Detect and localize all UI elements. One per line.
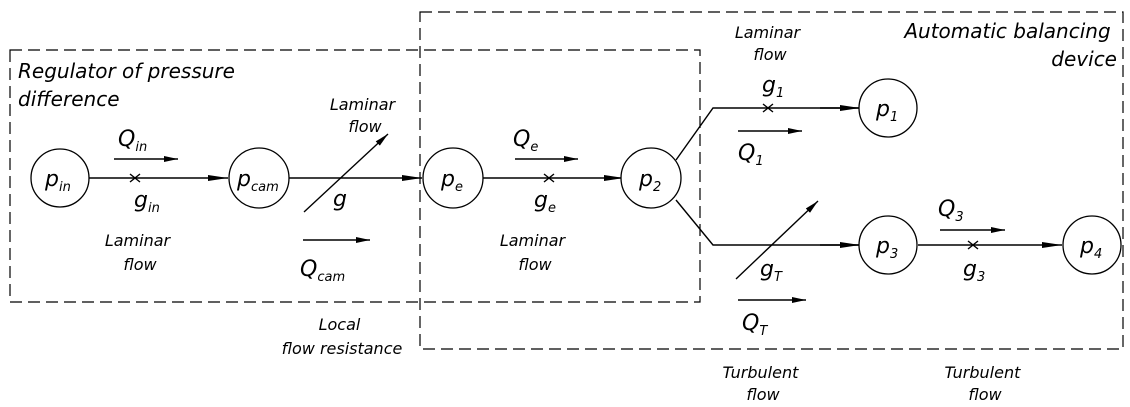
balancing-title-line2: device xyxy=(1051,47,1117,71)
label-Q-e: Qe xyxy=(513,127,538,155)
flow-label-bottom-middle: Laminar flow xyxy=(500,231,570,274)
node-p-e-label: pe xyxy=(440,167,463,195)
flow-label-top-middle: Laminar flow xyxy=(330,95,400,136)
node-p-4: p4 xyxy=(1062,215,1122,275)
label-g: g xyxy=(333,187,347,212)
label-Q-3: Q3 xyxy=(938,197,964,225)
node-p-cam-label: pcam xyxy=(236,167,279,195)
label-g-1: g1 xyxy=(762,73,784,101)
node-p-3-label: p3 xyxy=(875,234,898,262)
node-p-1-label: p1 xyxy=(875,97,898,125)
node-p-2: p2 xyxy=(620,147,682,209)
node-p-cam: pcam xyxy=(228,147,290,209)
flow-label-top-right: Laminar flow xyxy=(735,23,805,64)
flow-label-turbulent-left: Turbulent flow xyxy=(723,363,804,404)
tick-g-3 xyxy=(967,240,979,250)
flow-label-local-resistance: Local flow resistance xyxy=(282,315,403,358)
label-Q-in: Qin xyxy=(118,127,147,155)
label-g-in: gin xyxy=(134,188,160,216)
node-p-2-label: p2 xyxy=(638,167,661,195)
label-Q-T: QT xyxy=(742,311,768,339)
regulator-title: Regulator of pressure difference xyxy=(18,59,241,111)
label-g-T: gT xyxy=(760,257,783,285)
label-Q-1: Q1 xyxy=(738,141,764,169)
variable-resistor-gT xyxy=(735,200,819,280)
node-p-1: p1 xyxy=(858,78,918,138)
balancing-title-line1: Automatic balancing xyxy=(902,19,1110,43)
tick-g-1 xyxy=(762,103,774,113)
regulator-title-line2: difference xyxy=(18,87,120,111)
node-p-3: p3 xyxy=(858,215,918,275)
tick-g-e xyxy=(543,173,555,183)
flow-label-turbulent-right: Turbulent flow xyxy=(945,363,1026,404)
link-p2-p1 xyxy=(675,107,860,161)
node-p-e: pe xyxy=(422,147,484,209)
link-p2-p3 xyxy=(675,199,860,246)
tick-g-in xyxy=(129,173,141,183)
flow-label-bottom-left: Laminar flow xyxy=(105,231,175,274)
regulator-title-line1: Regulator of pressure xyxy=(18,59,235,83)
variable-resistor-g xyxy=(303,133,389,213)
label-Q-cam: Qcam xyxy=(300,257,345,285)
node-p-in: pin xyxy=(30,148,90,208)
node-p-in-label: pin xyxy=(44,167,71,195)
node-p-4-label: p4 xyxy=(1079,234,1102,262)
regulator-region-box xyxy=(9,49,701,303)
label-g-e: ge xyxy=(534,188,556,216)
balancing-title: Automatic balancing device xyxy=(902,19,1117,71)
label-g-3: g3 xyxy=(963,257,985,285)
